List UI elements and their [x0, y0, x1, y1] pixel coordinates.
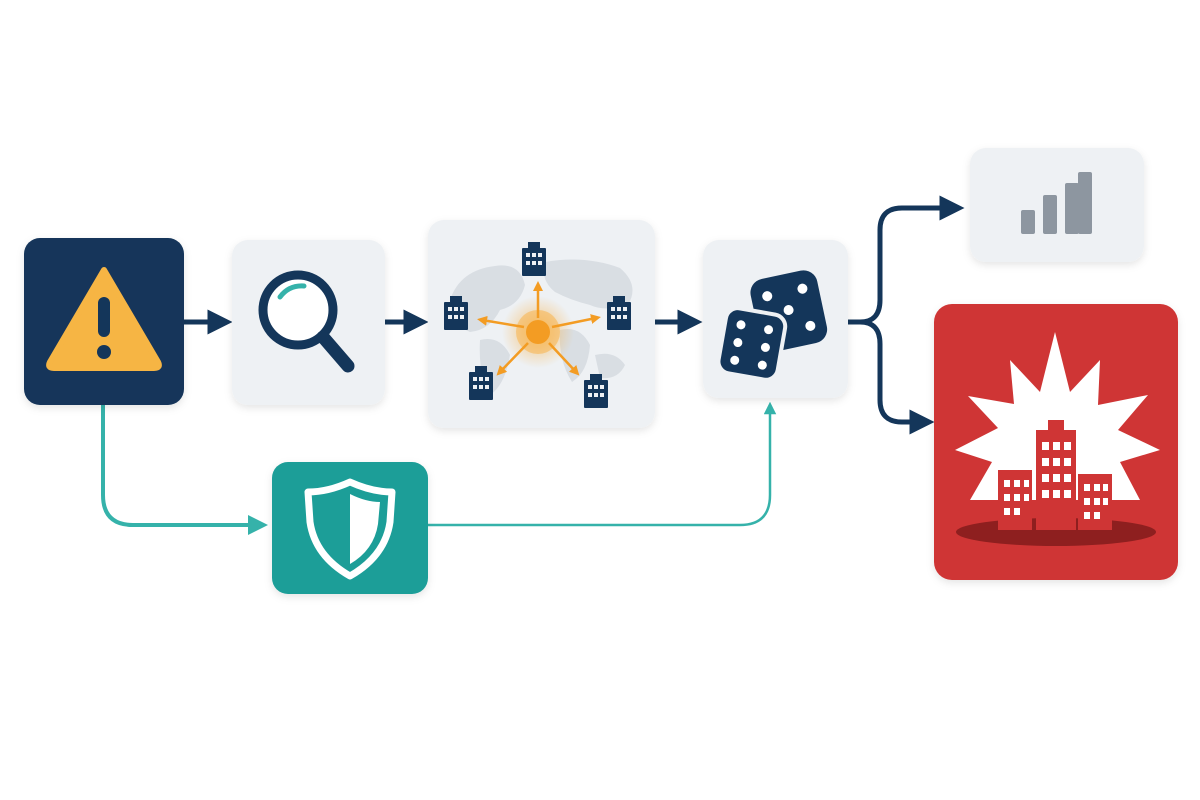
building-icons — [444, 242, 631, 408]
node-hazard — [24, 238, 184, 405]
node-major-outcome — [934, 304, 1178, 580]
node-chance — [703, 240, 848, 398]
world-map-network-icon — [444, 242, 633, 408]
node-detect — [232, 240, 385, 405]
edge-mitigate-to-chance — [428, 401, 777, 527]
edge-chance-to-minor-outcome — [848, 195, 965, 325]
bar-chart-icon — [1021, 172, 1092, 234]
edges — [101, 195, 965, 535]
edge-hazard-to-mitigate — [101, 405, 268, 535]
node-minor-outcome — [970, 148, 1144, 262]
magnifier-icon — [258, 270, 355, 373]
node-spread — [428, 220, 655, 428]
dice-icon — [716, 270, 828, 382]
edge-chance-to-major-outcome — [859, 319, 935, 435]
explosion-city-icon — [955, 332, 1160, 546]
shield-icon — [304, 478, 396, 580]
node-mitigate — [272, 462, 428, 594]
warning-triangle-icon — [46, 267, 162, 371]
